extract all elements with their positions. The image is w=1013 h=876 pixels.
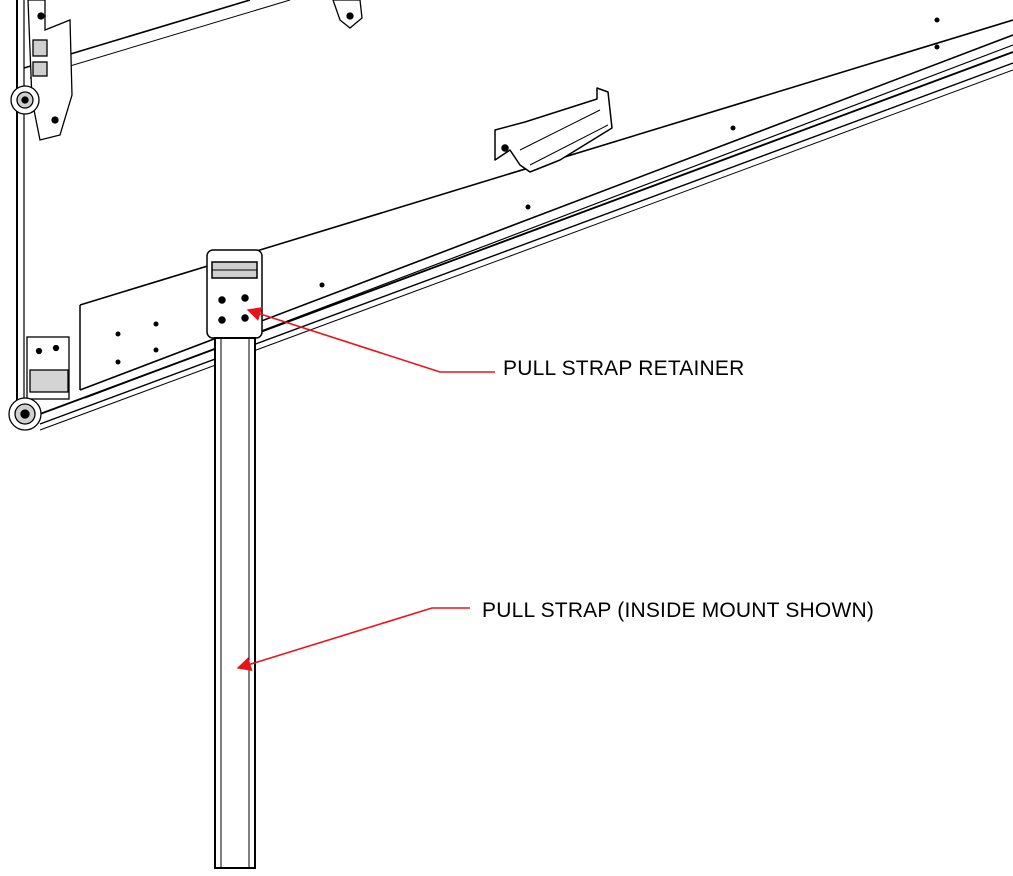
top-bracket — [332, 0, 363, 29]
pull-strap-retainer-label: PULL STRAP RETAINER — [503, 357, 745, 380]
strap-retainer-icon — [206, 249, 263, 339]
strap-leader — [236, 607, 470, 672]
rivet-dots — [115, 17, 940, 365]
leader-lines — [236, 307, 495, 672]
hinge-icon — [10, 0, 73, 141]
retainer-leader — [246, 307, 495, 373]
handle-icon — [494, 87, 613, 173]
bottom-hinge — [8, 336, 70, 431]
pull-strap-label: PULL STRAP (INSIDE MOUNT SHOWN) — [482, 599, 875, 622]
pull-strap — [214, 337, 256, 869]
